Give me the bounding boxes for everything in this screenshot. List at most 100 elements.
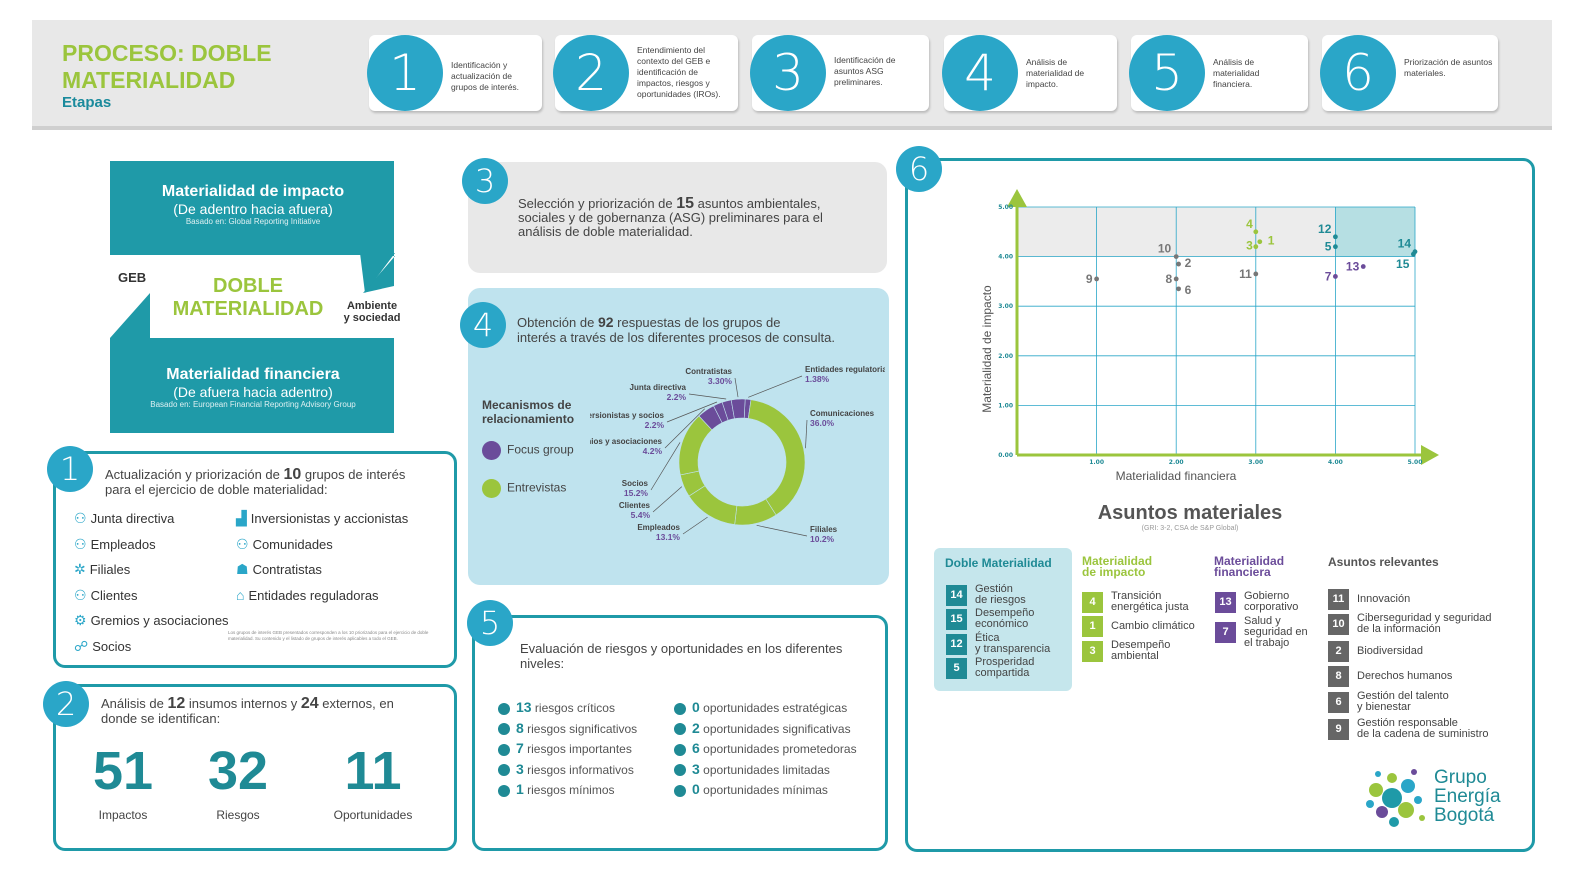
slice-label: Junta directiva [630, 383, 687, 392]
material-topics-heading: Asuntos materiales (GRI: 3-2, CSA de S&P… [1097, 502, 1283, 532]
x-axis-arrow [1421, 445, 1439, 465]
slice-value-label: 3.30% [708, 376, 733, 386]
step-number: 3 [750, 35, 826, 111]
step-number: 2 [553, 35, 629, 111]
x-tick-label: 3.00 [1248, 459, 1263, 466]
slice-leader-line [734, 377, 739, 398]
slice-leader-line [805, 419, 808, 449]
matrix-point-label: 3 [1246, 239, 1253, 253]
step-number: 4 [942, 35, 1018, 111]
matrix-point [1253, 244, 1259, 250]
slice-label: Socios [622, 479, 649, 488]
list-item: 8 riesgos significativos [498, 720, 637, 741]
legend-swatch [482, 479, 501, 498]
matrix-point [1333, 234, 1338, 240]
section-3-panel [468, 162, 887, 273]
handshake-icon: ☍ [74, 637, 89, 654]
legend-entrevistas: Entrevistas [482, 479, 566, 498]
y-tick-label: 3.00 [998, 303, 1013, 310]
slice-leader-line [652, 486, 683, 513]
donut-chart: Entidades regulatorias1.38%Comunicacione… [590, 365, 885, 544]
y-tick-label: 5.00 [998, 204, 1013, 211]
step-text: Identificación y actualización de grupos… [451, 60, 520, 92]
matrix-point [1253, 271, 1259, 277]
slice-leader-line [682, 516, 708, 535]
geb-logo-icon [1366, 769, 1425, 827]
slice-label: Entidades regulatorias [805, 365, 885, 374]
impact-basis: Basado en: Global Reporting Initiative [185, 217, 321, 226]
stat-riesgos: 32 Riesgos [207, 741, 269, 822]
section-4-text: Obtención de 92 respuestas de los grupos… [517, 314, 835, 346]
y-tick-label: 0.00 [998, 452, 1013, 459]
slice-label: Inversionistas y socios [590, 411, 665, 420]
section-6-panel [905, 158, 1535, 852]
financial-subtitle: (De afuera hacia adentro) [173, 384, 333, 400]
step-number: 5 [1129, 35, 1205, 111]
matrix-point [1253, 229, 1259, 235]
section-1-number: 1 [47, 446, 93, 492]
environment-label: Ambiente y sociedad [343, 300, 401, 324]
page-title: PROCESO: DOBLE MATERIALIDAD [62, 40, 272, 93]
section-3-text: Selección y priorización de 15 asuntos a… [518, 195, 823, 239]
double-materiality-diagram [110, 161, 395, 433]
slice-value-label: 5.4% [631, 510, 651, 520]
step-5: 5 Análisis de materialidad financiera. [1129, 35, 1308, 111]
list-item: 0 oportunidades mínimas [674, 781, 857, 802]
people-icon: ⚇ [74, 535, 87, 552]
list-item: 0 oportunidades estratégicas [674, 699, 857, 720]
matrix-point [1176, 286, 1181, 292]
section-1-panel [53, 451, 457, 668]
list-item: 3 oportunidades limitadas [674, 761, 857, 782]
people-icon: ⚇ [236, 535, 249, 552]
step-3: 3 Identificación de asuntos ASG prelimin… [750, 35, 929, 111]
matrix-point-label: 15 [1396, 257, 1410, 271]
matrix-point [1094, 276, 1099, 282]
stat-impactos: 51 Impactos [92, 741, 154, 822]
list-item: 2 oportunidades significativas [674, 720, 857, 741]
section-5-text: Evaluación de riesgos y oportunidades en… [520, 641, 843, 671]
stakeholder-list-left: ⚇Junta directiva ⚇Empleados ✲Filiales ⚇C… [74, 510, 229, 654]
matrix-point-label: 10 [1158, 242, 1172, 256]
page-subtitle: Etapas [62, 94, 112, 111]
slice-label: Clientes [619, 501, 651, 510]
slice-leader-line [748, 375, 803, 398]
matrix-point-label: 13 [1346, 260, 1360, 274]
building-icon: ⌂ [236, 586, 245, 603]
slice-value-label: 36.0% [810, 418, 835, 428]
step-4: 4 Análisis de materialidad de impacto. [942, 35, 1117, 111]
section-2-text: Análisis de 12 insumos internos y 24 ext… [101, 695, 394, 727]
matrix-point [1411, 251, 1416, 257]
people-icon: ⚇ [74, 510, 87, 526]
col-rel-title: Asuntos relevantes [1328, 555, 1439, 569]
slice-leader-line [666, 401, 718, 423]
gear-icon: ⚙ [74, 612, 87, 628]
financial-box: Materialidad financiera (De afuera hacia… [108, 366, 398, 409]
list-item: 1 riesgos mínimos [498, 781, 637, 802]
donut-legend-title: Mecanismos de relacionamiento [482, 398, 575, 426]
matrix-point-label: 1 [1268, 234, 1275, 248]
matrix-point [1257, 239, 1263, 245]
matrix-point-label: 4 [1246, 217, 1253, 231]
financial-basis: Basado en: European Financial Reporting … [150, 400, 356, 409]
impact-box: Materialidad de impacto (De adentro haci… [108, 183, 398, 226]
section-4-panel [468, 288, 889, 585]
slice-value-label: 10.2% [810, 534, 835, 544]
step-number: 1 [367, 35, 443, 111]
x-axis-label: Materialidad financiera [1116, 469, 1237, 483]
step-6: 6 Priorización de asuntos materiales. [1320, 35, 1498, 111]
matrix-point [1173, 276, 1179, 282]
x-tick-label: 5.00 [1408, 459, 1423, 466]
x-tick-label: 2.00 [1169, 459, 1184, 466]
list-item: 3 riesgos informativos [498, 761, 637, 782]
